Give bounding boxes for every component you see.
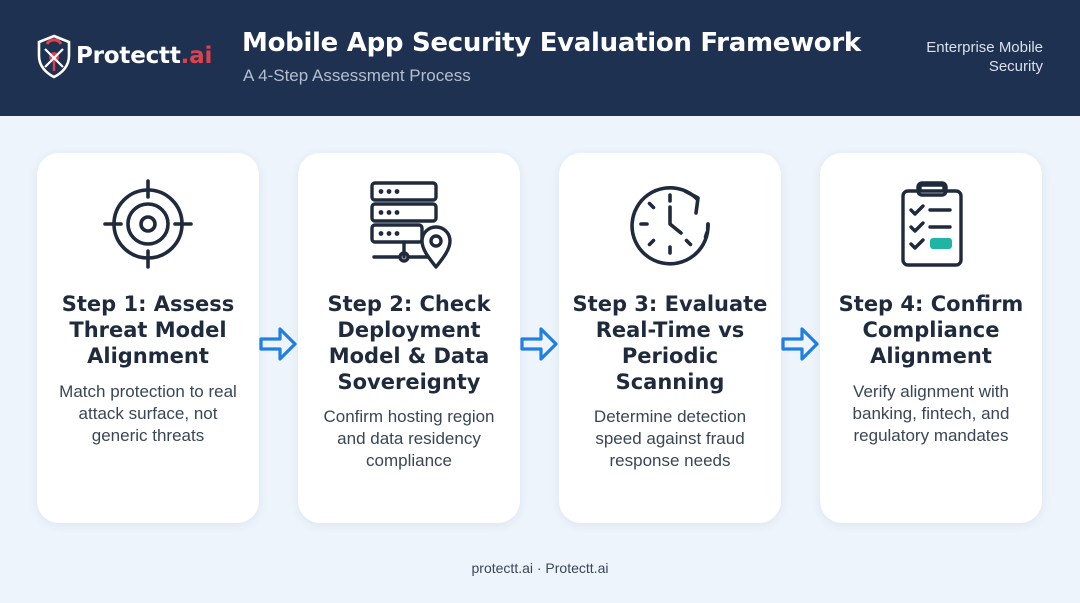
step-title: Step 2: Check Deployment Model & Data So… — [327, 292, 491, 394]
step-card-1: Step 1: Assess Threat Model Alignment Ma… — [37, 153, 259, 523]
step-description: Confirm hosting region and data residenc… — [323, 407, 495, 470]
arrow-right-icon — [781, 327, 819, 361]
step-card-2: Step 2: Check Deployment Model & Data So… — [298, 153, 520, 523]
header-tagline: Enterprise Mobile Security — [926, 39, 1043, 75]
page-subtitle: A 4-Step Assessment Process — [243, 66, 471, 85]
step-description: Match protection to real attack surface,… — [59, 382, 237, 445]
logo-text: Protectt.ai — [76, 43, 213, 69]
step-title: Step 1: Assess Threat Model Alignment — [61, 292, 235, 368]
step-card-4: Step 4: Confirm Compliance Alignment Ver… — [820, 153, 1042, 523]
step-description: Determine detection speed against fraud … — [593, 407, 747, 470]
server-location-icon — [370, 181, 452, 269]
step-card-3: Step 3: Evaluate Real-Time vs Periodic S… — [559, 153, 781, 523]
logo: Protectt.ai — [34, 30, 212, 82]
target-icon — [103, 179, 193, 269]
header-banner: Protectt.ai Mobile App Security Evaluati… — [0, 0, 1080, 116]
step-title: Step 3: Evaluate Real-Time vs Periodic S… — [572, 292, 768, 394]
step-title: Step 4: Confirm Compliance Alignment — [838, 292, 1024, 368]
arrow-right-icon — [520, 327, 558, 361]
clock-refresh-icon — [630, 185, 710, 266]
shield-icon — [37, 34, 71, 79]
arrow-right-icon — [259, 327, 297, 361]
clipboard-checklist-icon — [901, 181, 963, 267]
step-description: Verify alignment with banking, fintech, … — [852, 382, 1010, 445]
footer-credit: protectt.ai · Protectt.ai — [471, 560, 609, 576]
page-title: Mobile App Security Evaluation Framework — [242, 28, 861, 58]
